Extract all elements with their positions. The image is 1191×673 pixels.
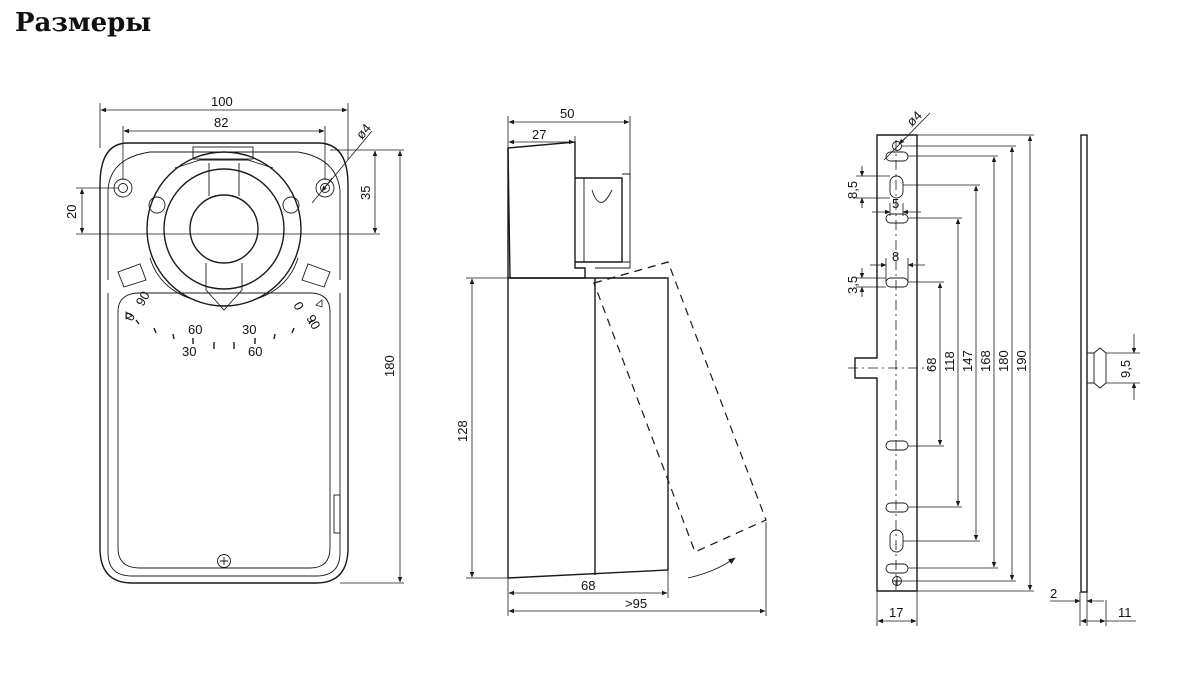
dim-side-width-50: 50: [560, 106, 574, 121]
profile-view: 2 11 9,5: [1050, 134, 1140, 626]
side-view: 50 27 128 68 >95: [455, 106, 767, 616]
page-title: Размеры: [15, 8, 152, 38]
dim-offset-20: 20: [64, 205, 79, 219]
dim-side-width-27: 27: [532, 127, 546, 142]
dim-bracket-slot-3-5: 3,5: [845, 276, 860, 294]
dim-bracket-slot-8-5: 8,5: [845, 181, 860, 199]
dim-bracket-slot-8: 8: [892, 249, 899, 264]
dim-bracket-68: 68: [924, 358, 939, 372]
scale-right-0: 0: [290, 299, 307, 313]
dim-side-height-128: 128: [455, 420, 470, 442]
front-view: 90 0 60 30 30 60 0 90 100 82 ø4 20 35: [64, 94, 404, 584]
dim-bracket-width-17: 17: [889, 605, 903, 620]
scale-right-60: 60: [248, 344, 262, 359]
dim-side-depth-95: >95: [625, 596, 647, 611]
dim-profile-width-11: 11: [1118, 605, 1132, 620]
dim-profile-tab-9-5: 9,5: [1118, 360, 1133, 378]
dim-bracket-147: 147: [960, 350, 975, 372]
dim-bracket-180: 180: [996, 350, 1011, 372]
scale-left-30: 30: [182, 344, 196, 359]
bracket-view: ø4 8,5 5 8 3,5 68 118 147: [845, 108, 1034, 626]
dim-width-100: 100: [211, 94, 233, 109]
dim-bracket-168: 168: [978, 350, 993, 372]
dim-bracket-118: 118: [942, 351, 957, 372]
scale-right-90: 90: [303, 312, 323, 332]
dim-offset-35: 35: [358, 186, 373, 200]
dim-profile-thickness-2: 2: [1050, 586, 1057, 601]
scale-left-60: 60: [188, 322, 202, 337]
dim-bracket-slot-5: 5: [892, 196, 899, 211]
dim-bracket-hole-diameter: ø4: [904, 108, 925, 129]
dim-height-180: 180: [382, 355, 397, 377]
scale-left-90: 90: [133, 288, 153, 308]
dim-hole-spacing-82: 82: [214, 115, 228, 130]
scale-right-30: 30: [242, 322, 256, 337]
dim-hole-diameter: ø4: [353, 121, 374, 142]
dim-side-depth-68: 68: [581, 578, 595, 593]
dim-bracket-190: 190: [1014, 350, 1029, 372]
